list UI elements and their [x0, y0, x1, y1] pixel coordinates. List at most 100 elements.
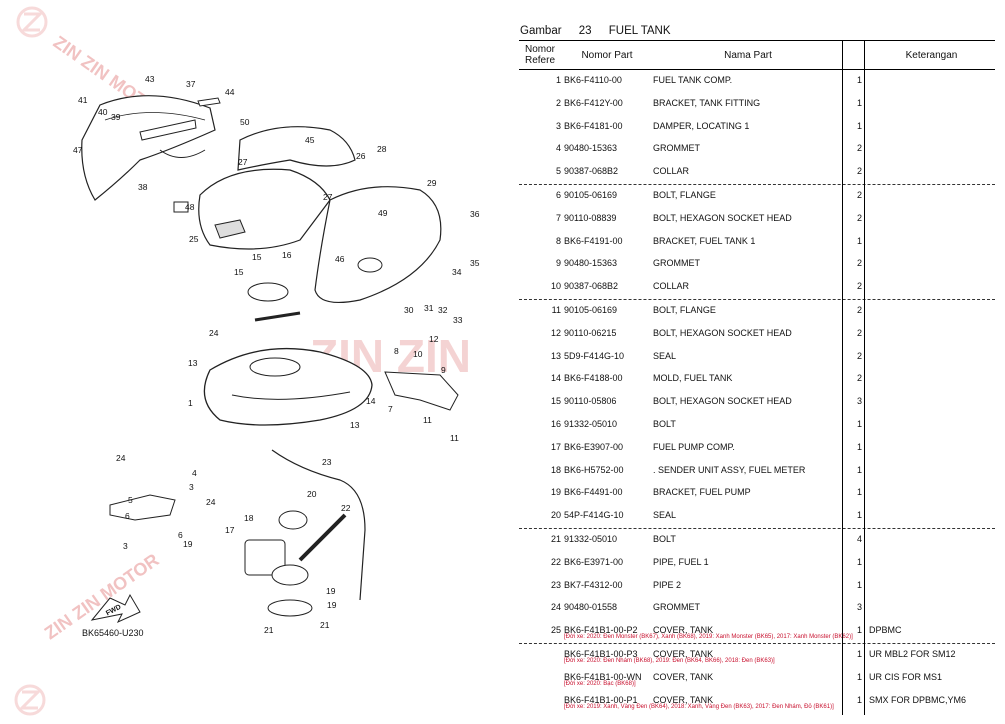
part-name-cell: COVER, TANK: [653, 671, 714, 682]
callout-number: 24: [206, 497, 216, 507]
callout-number: 9: [441, 365, 446, 375]
part-name-cell: BRACKET, FUEL TANK 1: [653, 235, 756, 246]
part-number-cell: 90480-15363: [564, 143, 618, 154]
part-name-cell: GROMMET: [653, 143, 700, 154]
ref-cell: 10: [550, 281, 561, 292]
quantity-cell: 1: [856, 120, 862, 131]
part-number-cell: BK6-E3907-00: [564, 441, 624, 452]
part-number-cell: 90480-15363: [564, 258, 618, 269]
col-ref-header: Nomor Refere: [524, 44, 555, 66]
part-number-cell: 90110-05806: [564, 396, 617, 407]
callout-number: 39: [111, 112, 121, 122]
part-number-cell: BK6-F41B1-00-P3: [564, 648, 638, 659]
part-name-cell: BRACKET, FUEL PUMP: [653, 487, 751, 498]
callout-number: 12: [429, 334, 439, 344]
ref-cell: 9: [555, 258, 561, 269]
callout-number: 46: [335, 254, 345, 264]
callout-number: 1: [188, 398, 193, 408]
callout-number: 43: [145, 74, 155, 84]
quantity-cell: 4: [856, 533, 862, 544]
callout-number: 7: [388, 404, 393, 414]
quantity-cell: 1: [856, 235, 862, 246]
callout-number: 21: [320, 620, 330, 630]
callout-number: 35: [470, 258, 480, 268]
figure-label: Gambar: [520, 25, 562, 37]
ref-cell: 16: [550, 418, 561, 429]
callout-number: 17: [225, 525, 235, 535]
callout-number: 8: [394, 346, 399, 356]
part-number-cell: 90387-068B2: [564, 281, 619, 292]
part-name-cell: DAMPER, LOCATING 1: [653, 120, 750, 131]
part-number-cell: 90387-068B2: [564, 166, 619, 177]
callout-number: 4: [192, 468, 197, 478]
callout-number: 5: [128, 495, 133, 505]
figure-title: FUEL TANK: [608, 25, 671, 37]
quantity-cell: 1: [856, 464, 862, 475]
ref-cell: 19: [550, 487, 561, 498]
part-number-cell: 90105-06169: [564, 304, 618, 315]
model-years-note: [Đời xe: 2020: Đen Monster (BK67), Xanh …: [564, 634, 853, 641]
callout-number: 25: [189, 234, 199, 244]
quantity-cell: 2: [856, 212, 862, 223]
part-name-cell: SEAL: [653, 510, 677, 521]
ref-cell: 4: [555, 143, 561, 154]
ref-cell: 8: [555, 235, 561, 246]
part-name-cell: COVER, TANK: [653, 648, 714, 659]
fwd-arrow-icon: FWD: [90, 593, 141, 624]
ref-cell: 11: [551, 304, 561, 315]
callout-number: 18: [244, 513, 254, 523]
fuel-tank-diagram-svg: ZIN ZIN MOTOR ZIN ZIN MOTOR ZIN ZIN: [14, 6, 480, 716]
part-name-cell: BRACKET, TANK FITTING: [653, 97, 761, 108]
callout-number: 15: [234, 267, 244, 277]
part-number-cell: BK6-F4191-00: [564, 235, 623, 246]
part-number-cell: BK6-F4110-00: [564, 75, 622, 85]
callout-number: 21: [264, 625, 274, 635]
quantity-cell: 1: [856, 487, 862, 498]
part-name-cell: COLLAR: [653, 281, 690, 292]
quantity-cell: 2: [856, 304, 862, 315]
ref-cell: 18: [550, 464, 561, 475]
figure-number: 23: [578, 25, 592, 37]
callout-number: 40: [98, 107, 108, 117]
ref-cell: 22: [550, 556, 561, 567]
callout-number: 6: [178, 530, 183, 540]
callout-number: 22: [341, 503, 351, 513]
callout-number: 29: [427, 178, 437, 188]
callout-number: 31: [424, 303, 434, 313]
part-number-cell: 90480-01558: [564, 602, 618, 613]
quantity-cell: 2: [856, 166, 862, 177]
callout-number: 20: [307, 489, 317, 499]
callout-number: 26: [356, 151, 366, 161]
watermark-logo-bottom: [14, 684, 46, 716]
part-name-cell: BOLT, HEXAGON SOCKET HEAD: [653, 212, 792, 223]
quantity-cell: 2: [856, 373, 862, 384]
part-name-cell: COLLAR: [653, 166, 690, 177]
watermark-logo-top: [16, 6, 48, 38]
callout-number: 37: [186, 79, 196, 89]
part-number-cell: 91332-05010: [564, 418, 618, 429]
ref-cell: 24: [550, 602, 561, 613]
quantity-cell: 2: [856, 327, 862, 338]
callout-number: 19: [183, 539, 193, 549]
column-divider: [864, 40, 865, 715]
callout-number: 33: [453, 315, 463, 325]
callout-number: 11: [450, 433, 459, 443]
ref-cell: 12: [550, 327, 561, 338]
callout-number: 24: [209, 328, 219, 338]
